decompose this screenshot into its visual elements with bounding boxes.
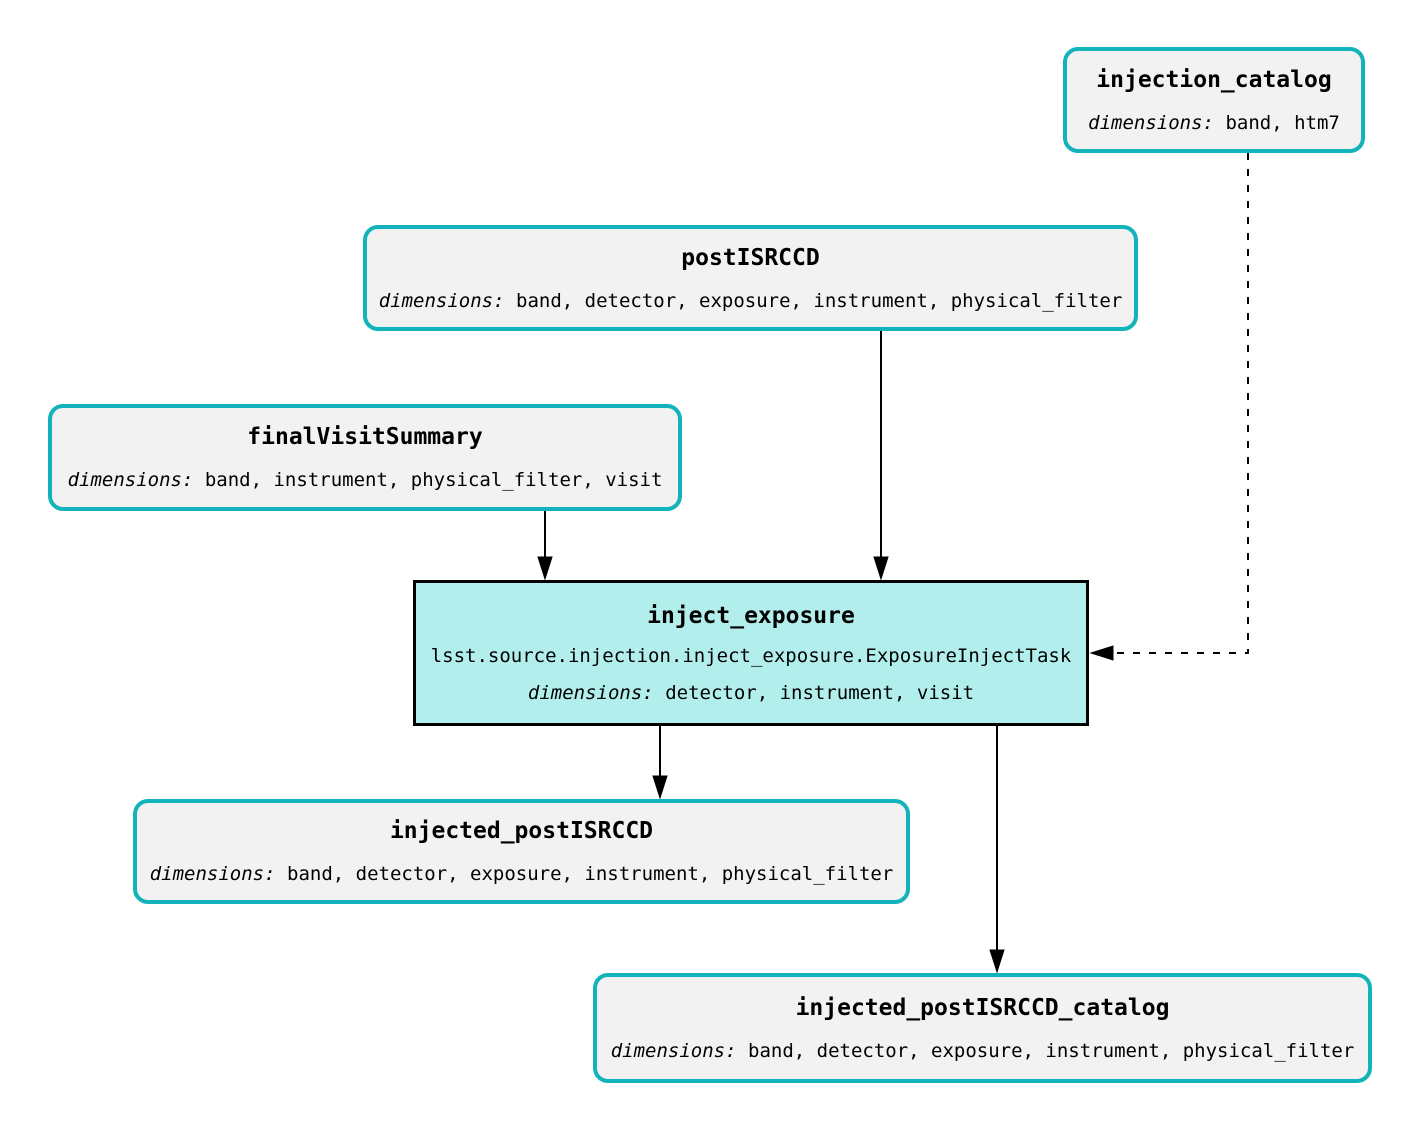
task-node-inject-exposure: inject_exposure lsst.source.injection.in…: [413, 580, 1089, 726]
dimensions-value: detector, instrument, visit: [665, 681, 975, 704]
arrowhead-left-icon: [1089, 645, 1114, 661]
dimensions-label: dimensions:: [1088, 111, 1214, 134]
arrowhead-down-icon: [989, 949, 1005, 974]
dimensions-label: dimensions:: [149, 863, 276, 885]
node-dimensions: dimensions: band, detector, exposure, in…: [379, 290, 1123, 312]
node-title: inject_exposure: [647, 602, 855, 629]
task-class: lsst.source.injection.inject_exposure.Ex…: [430, 644, 1072, 667]
arrowhead-down-icon: [873, 556, 889, 581]
dimensions-label: dimensions:: [378, 289, 505, 312]
dataset-node-postisrccd: postISRCCD dimensions: band, detector, e…: [363, 225, 1138, 331]
edge-inject-exposure-to-injected-postisrccd: [652, 726, 668, 800]
edge-finalvisitsummary-to-inject-exposure: [537, 511, 553, 581]
node-title: injected_postISRCCD: [389, 818, 654, 844]
node-dimensions: dimensions: band, htm7: [1088, 112, 1340, 134]
node-title: postISRCCD: [681, 244, 820, 271]
node-dimensions: dimensions: band, detector, exposure, in…: [150, 863, 894, 885]
dataset-node-injected-postisrccd-catalog: injected_postISRCCD_catalog dimensions: …: [593, 973, 1372, 1083]
dimensions-value: band, detector, exposure, instrument, ph…: [287, 863, 894, 885]
dimensions-label: dimensions:: [610, 1039, 737, 1062]
dimensions-label: dimensions:: [527, 681, 654, 704]
arrowhead-down-icon: [537, 556, 553, 581]
dimensions-value: band, detector, exposure, instrument, ph…: [516, 289, 1123, 312]
node-title: injection_catalog: [1096, 66, 1332, 93]
dimensions-value: band, detector, exposure, instrument, ph…: [748, 1039, 1355, 1062]
arrowhead-down-icon: [652, 775, 668, 800]
node-title: injected_postISRCCD_catalog: [795, 994, 1170, 1021]
dimensions-value: band, htm7: [1225, 111, 1340, 134]
node-dimensions: dimensions: detector, instrument, visit: [528, 682, 974, 704]
dataset-node-injection-catalog: injection_catalog dimensions: band, htm7: [1063, 47, 1365, 153]
edge-postisrccd-to-inject-exposure: [873, 331, 889, 581]
dataset-node-injected-postisrccd: injected_postISRCCD dimensions: band, de…: [133, 799, 910, 904]
edge-inject-exposure-to-injected-postisrccd-catalog: [989, 726, 1005, 974]
dimensions-value: band, instrument, physical_filter, visit: [204, 469, 663, 491]
dimensions-label: dimensions:: [67, 469, 194, 491]
dataset-node-finalvisitsummary: finalVisitSummary dimensions: band, inst…: [48, 404, 682, 511]
node-dimensions: dimensions: band, detector, exposure, in…: [611, 1040, 1355, 1062]
node-title: finalVisitSummary: [247, 424, 483, 450]
node-dimensions: dimensions: band, instrument, physical_f…: [68, 469, 663, 491]
